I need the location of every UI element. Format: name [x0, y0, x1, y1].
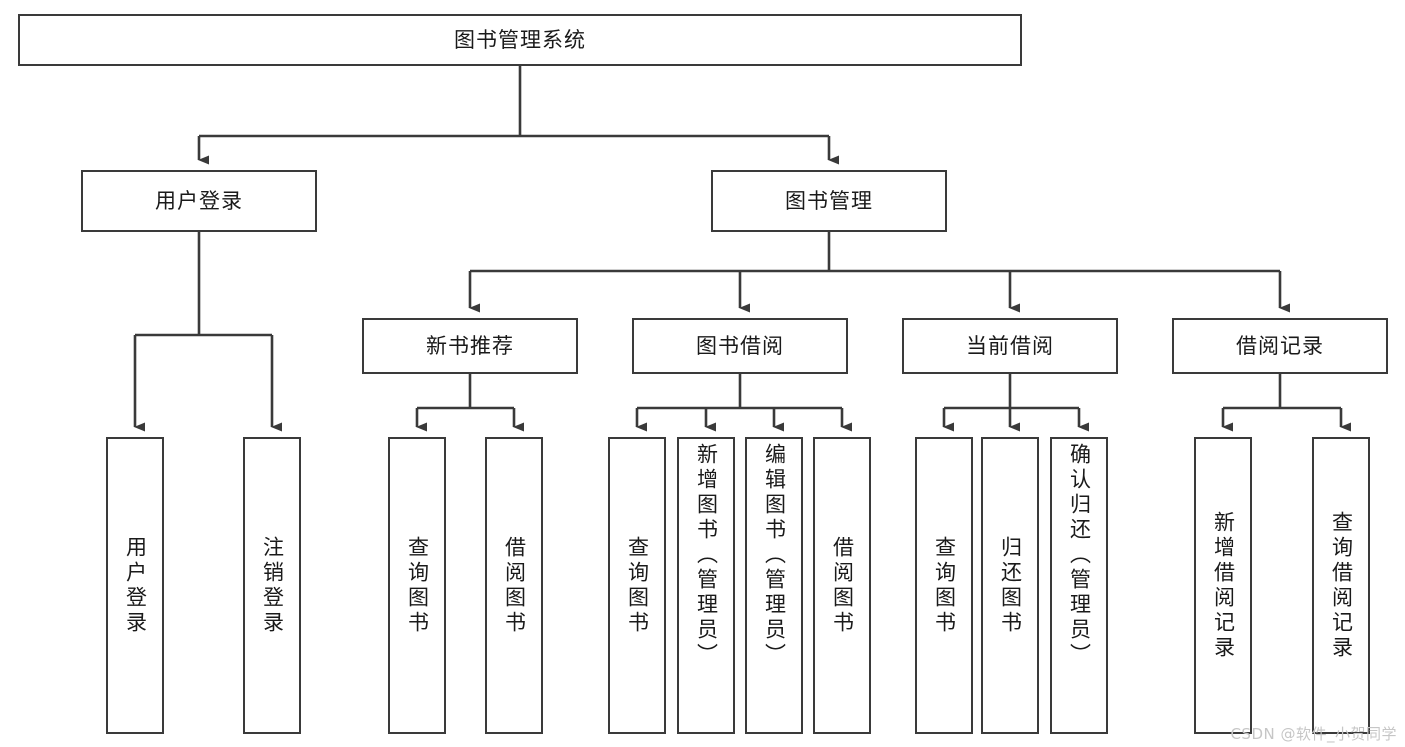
leaf-node[interactable]: 归还图书: [981, 437, 1039, 734]
leaf-node-label: 查询图书: [932, 535, 957, 636]
node-root-system[interactable]: 图书管理系统: [18, 14, 1022, 66]
leaf-node-label: 新增图书（管理员）: [694, 443, 719, 668]
node-book-management[interactable]: 图书管理: [711, 170, 947, 232]
leaf-node-label: 借阅图书: [830, 535, 855, 636]
edges-root-to-level2: [197, 66, 839, 165]
leaf-node[interactable]: 查询图书: [915, 437, 973, 734]
leaf-node-label: 查询图书: [405, 535, 430, 636]
leaf-node-label: 归还图书: [998, 535, 1023, 636]
edges-borrow-record-to-leaves: [1221, 374, 1351, 432]
leaf-node[interactable]: 编辑图书（管理员）: [745, 437, 803, 734]
node-current-borrow-label: 当前借阅: [966, 333, 1054, 358]
leaf-node-label: 借阅图书: [502, 535, 527, 636]
node-root-system-label: 图书管理系统: [454, 27, 586, 52]
leaf-node[interactable]: 借阅图书: [485, 437, 543, 734]
leaf-node[interactable]: 新增图书（管理员）: [677, 437, 735, 734]
leaf-node-label: 查询借阅记录: [1329, 510, 1354, 661]
edges-current-borrow-to-leaves: [942, 374, 1089, 432]
node-book-management-label: 图书管理: [785, 188, 873, 213]
node-user-login[interactable]: 用户登录: [81, 170, 317, 232]
csdn-watermark: CSDN @软件_小贺同学: [1230, 725, 1397, 743]
node-borrow-record[interactable]: 借阅记录: [1172, 318, 1388, 374]
leaf-node-label: 确认归还（管理员）: [1067, 443, 1092, 668]
leaf-node[interactable]: 借阅图书: [813, 437, 871, 734]
leaf-node-label: 注销登录: [260, 535, 285, 636]
leaf-node[interactable]: 查询图书: [388, 437, 446, 734]
edges-user-login-to-leaves: [133, 232, 282, 432]
leaf-node-label: 查询图书: [625, 535, 650, 636]
node-user-login-label: 用户登录: [155, 188, 243, 213]
node-book-borrow-label: 图书借阅: [696, 333, 784, 358]
leaf-node[interactable]: 注销登录: [243, 437, 301, 734]
leaf-node-label: 用户登录: [123, 535, 148, 636]
node-new-book-recommend-label: 新书推荐: [426, 333, 514, 358]
edges-book-mgmt-to-level3: [468, 232, 1290, 313]
node-current-borrow[interactable]: 当前借阅: [902, 318, 1118, 374]
leaf-node-label: 编辑图书（管理员）: [762, 443, 787, 668]
leaf-node[interactable]: 查询借阅记录: [1312, 437, 1370, 734]
leaf-node-label: 新增借阅记录: [1211, 510, 1236, 661]
node-book-borrow[interactable]: 图书借阅: [632, 318, 848, 374]
node-new-book-recommend[interactable]: 新书推荐: [362, 318, 578, 374]
leaf-node[interactable]: 新增借阅记录: [1194, 437, 1252, 734]
leaf-node[interactable]: 确认归还（管理员）: [1050, 437, 1108, 734]
edges-new-book-to-leaves: [415, 374, 524, 432]
node-borrow-record-label: 借阅记录: [1236, 333, 1324, 358]
leaf-node[interactable]: 用户登录: [106, 437, 164, 734]
edges-book-borrow-to-leaves: [635, 374, 852, 432]
leaf-node[interactable]: 查询图书: [608, 437, 666, 734]
